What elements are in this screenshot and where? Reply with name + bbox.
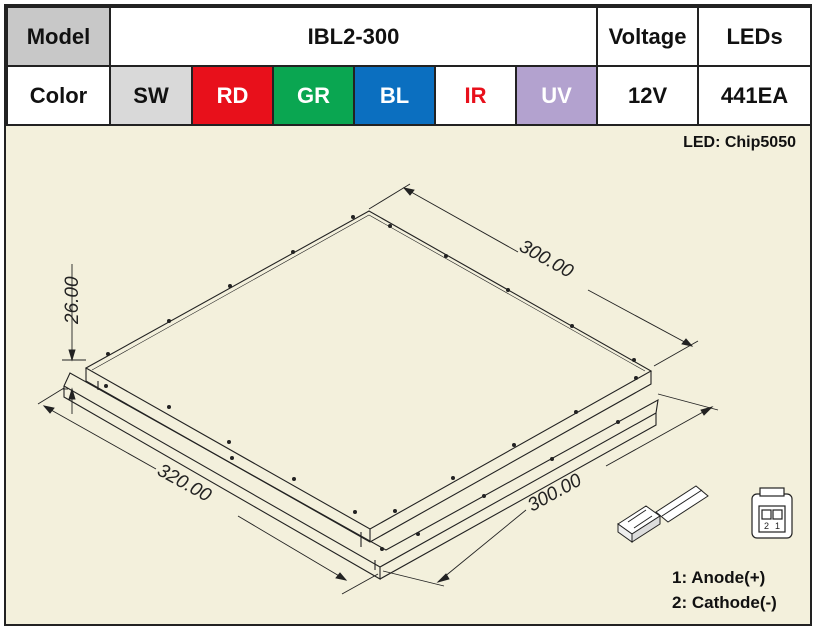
model-value: IBL2-300 bbox=[108, 6, 599, 67]
color-swatch-uv: UV bbox=[514, 65, 599, 126]
connector-plug-icon bbox=[617, 485, 709, 543]
panel-box bbox=[84, 210, 653, 547]
color-swatch-ir: IR bbox=[434, 65, 517, 126]
connector-front-icon: 2 1 bbox=[751, 487, 793, 539]
color-swatch-gr: GR bbox=[272, 65, 355, 126]
spec-row-model: Model IBL2-300 Voltage LEDs bbox=[6, 6, 813, 67]
color-swatch-sw: SW bbox=[109, 65, 193, 126]
panel-isometric-drawing: 26.00 300.00 300.00 320.00 2 bbox=[37, 183, 793, 595]
color-label: Color bbox=[6, 65, 111, 126]
leds-label: LEDs bbox=[697, 6, 813, 67]
technical-drawing: LED: Chip5050 bbox=[6, 124, 810, 624]
datasheet: Model IBL2-300 Voltage LEDs Color SW RD … bbox=[4, 4, 813, 626]
pin-2-label: 2: Cathode(-) bbox=[672, 593, 777, 612]
base-plate bbox=[63, 372, 659, 580]
connector-pin-label-2: 2 bbox=[764, 521, 769, 531]
voltage-label: Voltage bbox=[596, 6, 700, 67]
model-label: Model bbox=[6, 6, 111, 67]
screw-holes bbox=[104, 215, 638, 551]
dim-side-width bbox=[382, 393, 719, 587]
spec-row-color: Color SW RD GR BL IR UV 12V 441EA bbox=[6, 65, 813, 126]
dim-base-length bbox=[37, 387, 379, 595]
dim-height-text: 26.00 bbox=[62, 276, 83, 325]
spec-table: Model IBL2-300 Voltage LEDs Color SW RD … bbox=[6, 6, 813, 126]
voltage-value: 12V bbox=[596, 65, 700, 126]
connector-pin-label-1: 1 bbox=[775, 521, 780, 531]
dim-top-depth-text: 300.00 bbox=[516, 236, 577, 283]
leds-value: 441EA bbox=[697, 65, 813, 126]
color-swatch-bl: BL bbox=[353, 65, 436, 126]
led-type-label: LED: Chip5050 bbox=[683, 134, 796, 151]
color-swatch-rd: RD bbox=[191, 65, 274, 126]
dim-height bbox=[62, 264, 86, 414]
dim-top-depth bbox=[368, 183, 699, 367]
pin-1-label: 1: Anode(+) bbox=[672, 568, 766, 587]
